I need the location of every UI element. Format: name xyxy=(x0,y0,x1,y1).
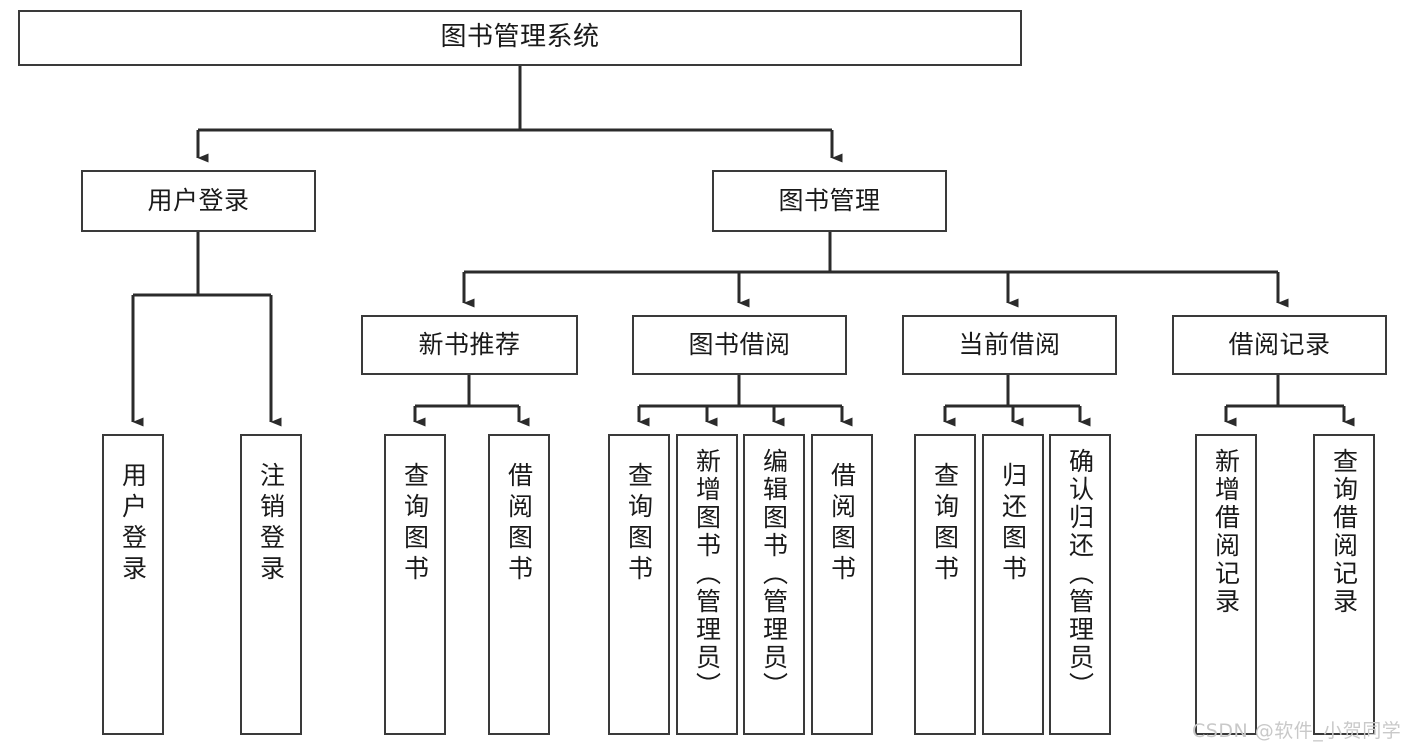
node-user-login-label: 用户登录 xyxy=(147,186,250,215)
node-book-borrow-label: 图书借阅 xyxy=(688,330,791,359)
leaf-logout-login[interactable]: 注销登录 xyxy=(240,434,302,735)
leaf-return-book-label: 归还图书 xyxy=(998,462,1028,586)
leaf-query-book-borrow-label: 查询图书 xyxy=(624,462,654,586)
leaf-add-book-label: 新增图书（管理员） xyxy=(692,448,722,700)
leaf-borrow-book-borrow[interactable]: 借阅图书 xyxy=(811,434,873,735)
leaf-query-book-recommend[interactable]: 查询图书 xyxy=(384,434,446,735)
node-new-book-recommend-label: 新书推荐 xyxy=(418,330,521,359)
leaf-add-borrow-record-label: 新增借阅记录 xyxy=(1211,448,1241,616)
leaf-query-book-current[interactable]: 查询图书 xyxy=(914,434,976,735)
node-root-book-management-system[interactable]: 图书管理系统 xyxy=(18,10,1022,66)
node-new-book-recommend[interactable]: 新书推荐 xyxy=(361,315,578,375)
node-book-management-label: 图书管理 xyxy=(778,186,881,215)
node-book-borrow[interactable]: 图书借阅 xyxy=(632,315,847,375)
leaf-query-borrow-record-label: 查询借阅记录 xyxy=(1329,448,1359,616)
node-root-label: 图书管理系统 xyxy=(440,22,600,53)
csdn-watermark: CSDN @软件_小贺同学 xyxy=(1192,720,1402,742)
leaf-add-borrow-record[interactable]: 新增借阅记录 xyxy=(1195,434,1257,735)
leaf-return-book[interactable]: 归还图书 xyxy=(982,434,1044,735)
node-borrow-record[interactable]: 借阅记录 xyxy=(1172,315,1387,375)
leaf-query-book-recommend-label: 查询图书 xyxy=(400,462,430,586)
leaf-query-borrow-record[interactable]: 查询借阅记录 xyxy=(1313,434,1375,735)
leaf-query-book-current-label: 查询图书 xyxy=(930,462,960,586)
leaf-logout-login-label: 注销登录 xyxy=(256,462,286,586)
leaf-user-login[interactable]: 用户登录 xyxy=(102,434,164,735)
leaf-confirm-return[interactable]: 确认归还（管理员） xyxy=(1049,434,1111,735)
node-user-login[interactable]: 用户登录 xyxy=(81,170,316,232)
leaf-borrow-book-recommend-label: 借阅图书 xyxy=(504,462,534,586)
leaf-add-book[interactable]: 新增图书（管理员） xyxy=(676,434,738,735)
leaf-query-book-borrow[interactable]: 查询图书 xyxy=(608,434,670,735)
leaf-edit-book-label: 编辑图书（管理员） xyxy=(759,448,789,700)
leaf-confirm-return-label: 确认归还（管理员） xyxy=(1065,448,1095,700)
leaf-borrow-book-borrow-label: 借阅图书 xyxy=(827,462,857,586)
leaf-borrow-book-recommend[interactable]: 借阅图书 xyxy=(488,434,550,735)
node-current-borrow[interactable]: 当前借阅 xyxy=(902,315,1117,375)
leaf-user-login-label: 用户登录 xyxy=(118,462,148,586)
leaf-edit-book[interactable]: 编辑图书（管理员） xyxy=(743,434,805,735)
node-borrow-record-label: 借阅记录 xyxy=(1228,330,1331,359)
node-current-borrow-label: 当前借阅 xyxy=(958,330,1061,359)
node-book-management[interactable]: 图书管理 xyxy=(712,170,947,232)
